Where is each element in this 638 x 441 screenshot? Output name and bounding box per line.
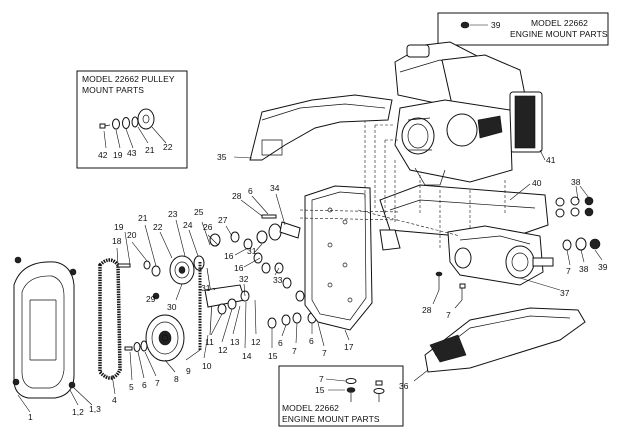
part-number: 1 [28, 412, 33, 422]
pulley-mount-callout: MODEL 22662 PULLEY MOUNT PARTS 42 19 43 … [76, 70, 188, 169]
part-number: 38 [571, 177, 581, 187]
part-number: 14 [242, 351, 252, 361]
part-number: 32 [239, 274, 249, 284]
part-number: 31 [201, 283, 211, 293]
part-number: 34 [270, 183, 280, 193]
part-number: 12 [218, 345, 228, 355]
part-number-labels: 1 1,2 1,3 4 5 6 7 8 9 10 11 12 13 14 12 … [17, 149, 608, 422]
part-number: 31 [247, 246, 257, 256]
part-number: 11 [205, 337, 214, 347]
part-number: 1,2 [72, 407, 84, 417]
pulley-callout-title-line1: MODEL 22662 PULLEY [82, 74, 175, 84]
part-number: 39 [491, 20, 501, 30]
part-number: 21 [138, 213, 148, 223]
part-number: 15 [315, 385, 325, 395]
part-number: 21 [145, 145, 155, 155]
part-number: 30 [167, 302, 177, 312]
part-number: 6 [278, 338, 283, 348]
part-number: 25 [194, 207, 204, 217]
part-number: 20 [127, 230, 137, 240]
belt-guard-cover [12, 256, 77, 399]
part-number: 13 [230, 337, 240, 347]
part-number: 6 [309, 336, 314, 346]
part-number: 5 [129, 382, 134, 392]
pulley-callout-title-line2: MOUNT PARTS [82, 85, 144, 95]
engine-mount-callout-top: 39 MODEL 22662 ENGINE MOUNT PARTS [437, 12, 609, 46]
part-number: 38 [579, 264, 589, 274]
engine-callout-top-line2: ENGINE MOUNT PARTS [510, 29, 608, 39]
part-number: 28 [232, 191, 242, 201]
part-number: 41 [546, 155, 556, 165]
part-number: 6 [248, 186, 253, 196]
part-number: 24 [183, 220, 193, 230]
part-number: 16 [224, 251, 234, 261]
part-number: 1,3 [89, 404, 101, 414]
part-number: 19 [113, 150, 123, 160]
part-number: 33 [273, 275, 283, 285]
transmission [447, 225, 554, 286]
part-number: 22 [163, 142, 173, 152]
part-number: 10 [202, 361, 212, 371]
part-number: 16 [234, 263, 244, 273]
part-number: 22 [153, 222, 163, 232]
engine-callout-bottom-line2: ENGINE MOUNT PARTS [282, 414, 380, 424]
engine-mount-callout-bottom: 7 15 MODEL 22662 ENGINE MOUNT PARTS [278, 365, 404, 427]
part-number: 42 [98, 150, 108, 160]
part-number: 7 [292, 346, 297, 356]
drive-belt [98, 258, 122, 380]
nut-icon [460, 21, 470, 29]
spacer-part [131, 116, 139, 128]
part-number: 12 [251, 337, 261, 347]
washer-part [122, 117, 130, 129]
part-number: 8 [174, 374, 179, 384]
part-number: 19 [114, 222, 124, 232]
engine-callout-top-line1: MODEL 22662 [531, 18, 588, 28]
part-number: 4 [112, 395, 117, 405]
part-number: 29 [146, 294, 156, 304]
drive-pulley [145, 314, 185, 362]
engine [394, 41, 543, 186]
top-cover [249, 94, 393, 161]
part-number: 9 [186, 366, 191, 376]
idler-arm [204, 214, 301, 315]
part-number: 36 [399, 381, 409, 391]
part-number: 7 [322, 348, 327, 358]
part-number: 7 [566, 266, 571, 276]
part-number: 7 [319, 374, 324, 384]
part-number: 35 [217, 152, 227, 162]
part-number: 39 [598, 262, 608, 272]
part-number: 37 [560, 288, 570, 298]
part-number: 26 [203, 222, 213, 232]
main-plate [304, 185, 373, 331]
part-number: 15 [268, 351, 278, 361]
part-number: 17 [344, 342, 354, 352]
washer-part [112, 118, 120, 130]
engine-callout-bottom-line1: MODEL 22662 [282, 403, 339, 413]
part-number: 7 [446, 310, 451, 320]
idler-pulley [117, 255, 205, 300]
bottom-cover [424, 307, 586, 373]
part-number: 43 [127, 148, 137, 158]
part-number: 28 [422, 305, 432, 315]
part-number: 7 [155, 378, 160, 388]
bolt-part [99, 123, 106, 129]
part-number: 23 [168, 209, 178, 219]
part-number: 40 [532, 178, 542, 188]
part-number: 6 [142, 380, 147, 390]
part-number: 27 [218, 215, 228, 225]
part-number: 18 [112, 236, 122, 246]
pulley-part [137, 108, 155, 130]
